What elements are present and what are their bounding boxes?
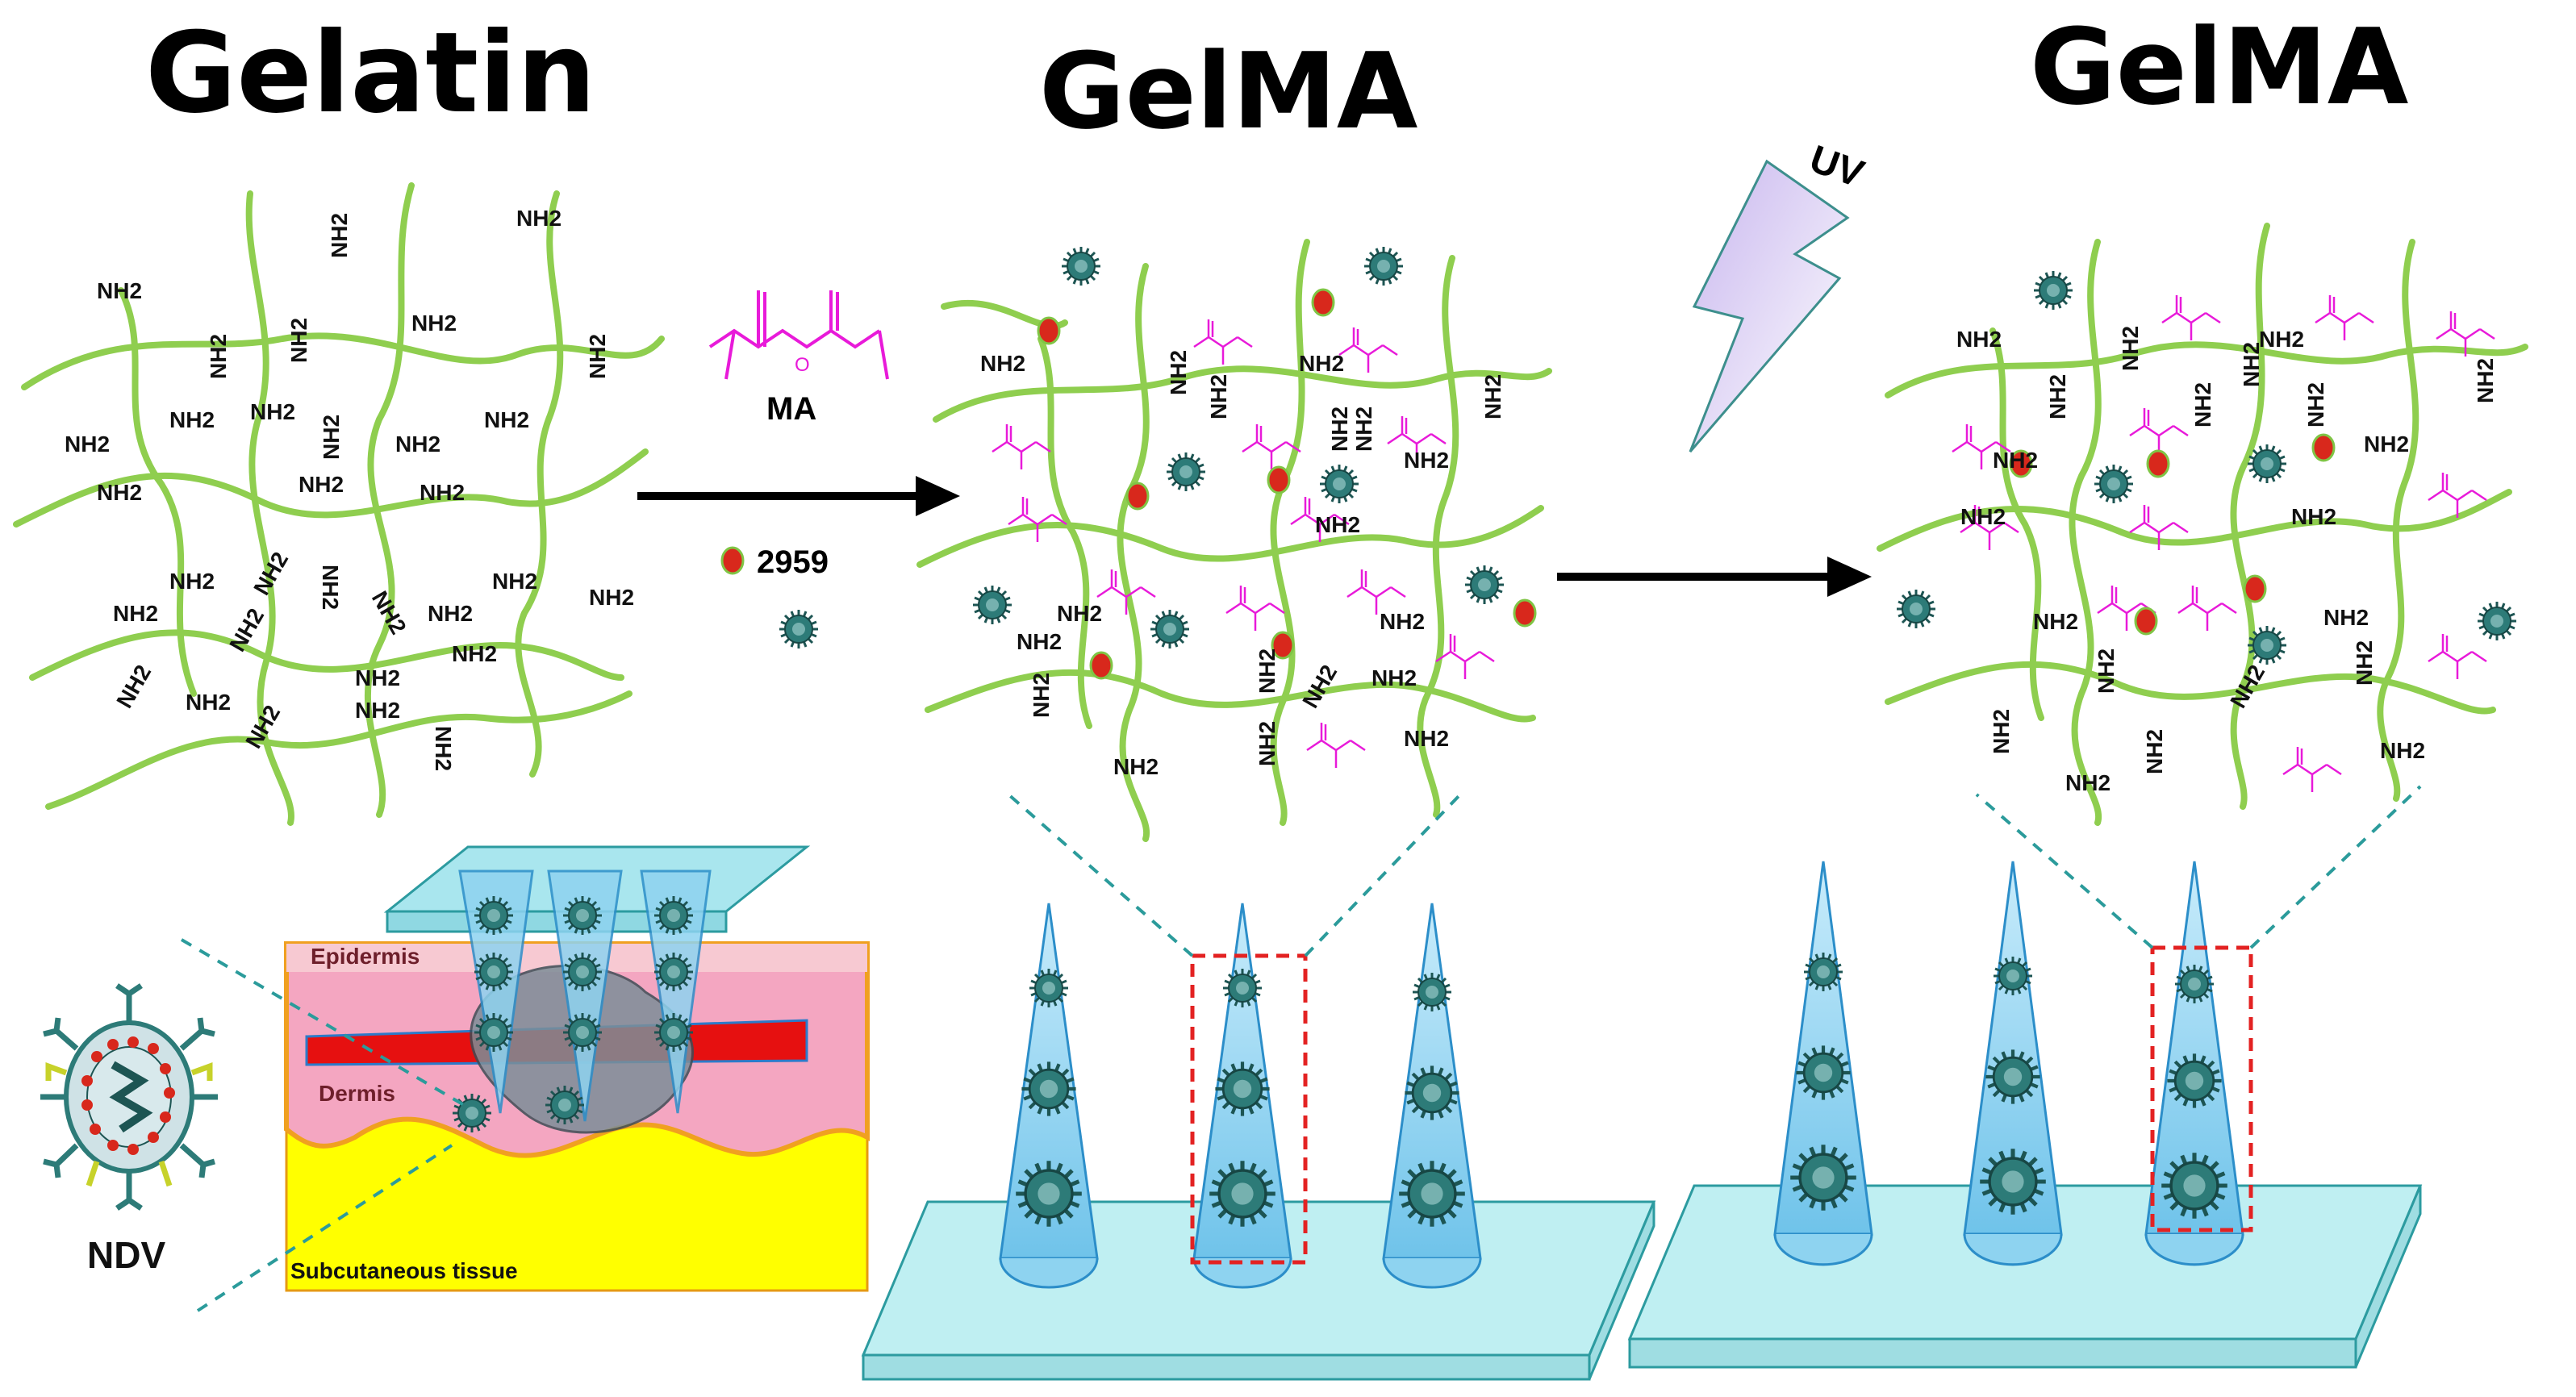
svg-text:NH2: NH2 <box>1166 350 1191 395</box>
methacrylic-anhydride-structure: O <box>708 290 889 380</box>
svg-text:NH2: NH2 <box>492 569 537 594</box>
svg-text:NH2: NH2 <box>1989 709 2014 754</box>
uv-label: UV <box>1804 138 1869 197</box>
svg-text:NH2: NH2 <box>2094 648 2119 694</box>
microneedle-array-2 <box>1627 785 2423 1369</box>
svg-text:NH2: NH2 <box>428 601 473 626</box>
svg-text:NH2: NH2 <box>980 351 1025 376</box>
svg-text:NH2: NH2 <box>2352 640 2377 686</box>
svg-text:NH2: NH2 <box>248 548 293 599</box>
svg-text:NH2: NH2 <box>452 641 497 666</box>
svg-text:NH2: NH2 <box>318 565 343 610</box>
svg-text:NH2: NH2 <box>1029 673 1054 718</box>
svg-text:NH2: NH2 <box>1404 448 1449 473</box>
gelatin-network <box>13 182 665 826</box>
subcutaneous-label: Subcutaneous tissue <box>290 1258 518 1283</box>
gelma-nh2-labels: NH2 NH2 NH2 NH2 NH2 NH2 NH2 NH2 NH2 NH2 … <box>980 350 1505 779</box>
svg-text:NH2: NH2 <box>97 480 142 505</box>
gelatin-nh2-labels: NH2 NH2 NH2 NH2 NH2 NH2 NH2 NH2 NH2 NH2 … <box>65 206 634 771</box>
ndv-label: NDV <box>87 1234 165 1276</box>
svg-text:NH2: NH2 <box>1960 504 2006 529</box>
svg-text:NH2: NH2 <box>250 399 295 424</box>
svg-text:NH2: NH2 <box>286 318 311 363</box>
svg-text:NH2: NH2 <box>169 569 215 594</box>
svg-text:NH2: NH2 <box>1255 648 1280 694</box>
crosslinked-gelma-network <box>1877 223 2528 826</box>
svg-text:NH2: NH2 <box>113 601 158 626</box>
svg-text:NH2: NH2 <box>484 407 529 432</box>
svg-text:NH2: NH2 <box>319 415 344 460</box>
virus-particle-icon <box>778 608 820 650</box>
svg-text:NH2: NH2 <box>355 698 400 723</box>
dermis-label: Dermis <box>319 1081 395 1106</box>
svg-text:NH2: NH2 <box>327 213 352 258</box>
svg-text:NH2: NH2 <box>186 690 231 715</box>
svg-text:NH2: NH2 <box>1372 665 1417 690</box>
svg-text:NH2: NH2 <box>367 587 411 639</box>
svg-text:NH2: NH2 <box>1480 374 1505 419</box>
svg-text:NH2: NH2 <box>395 432 440 457</box>
svg-text:NH2: NH2 <box>585 334 610 379</box>
svg-text:NH2: NH2 <box>2473 358 2498 403</box>
svg-text:NH2: NH2 <box>97 278 142 303</box>
svg-text:NH2: NH2 <box>420 480 465 505</box>
zoom-selection-box <box>2150 945 2253 1232</box>
title-gelatin: Gelatin <box>145 8 596 138</box>
svg-text:NH2: NH2 <box>2364 432 2409 457</box>
svg-text:NH2: NH2 <box>1315 512 1360 537</box>
svg-text:NH2: NH2 <box>1299 351 1344 376</box>
svg-text:NH2: NH2 <box>1206 374 1231 419</box>
microneedle-array-1 <box>861 793 1656 1381</box>
svg-text:NH2: NH2 <box>589 585 634 610</box>
arrow-icon <box>1557 557 1872 597</box>
svg-text:NH2: NH2 <box>355 665 400 690</box>
zoom-guide-lines <box>1975 785 2422 949</box>
svg-text:NH2: NH2 <box>2380 738 2425 763</box>
svg-text:NH2: NH2 <box>1404 726 1449 751</box>
arrow-icon <box>637 476 960 516</box>
svg-text:NH2: NH2 <box>2303 382 2328 427</box>
svg-text:NH2: NH2 <box>2323 605 2369 630</box>
ndv-virus-detail <box>40 983 218 1211</box>
svg-text:NH2: NH2 <box>2239 342 2264 387</box>
svg-text:NH2: NH2 <box>411 311 457 336</box>
svg-text:NH2: NH2 <box>516 206 562 231</box>
svg-text:NH2: NH2 <box>2033 609 2078 634</box>
svg-text:NH2: NH2 <box>111 661 156 712</box>
svg-text:NH2: NH2 <box>169 407 215 432</box>
photoinitiator-label: 2959 <box>757 544 829 580</box>
svg-text:NH2: NH2 <box>2142 729 2167 774</box>
epidermis-label: Epidermis <box>311 944 420 969</box>
ma-label: MA <box>766 391 816 427</box>
title-gelma-1: GelMA <box>1039 30 1417 152</box>
svg-text:NH2: NH2 <box>1017 629 1062 654</box>
photoinitiator-icon <box>720 546 745 575</box>
svg-text:NH2: NH2 <box>299 472 344 497</box>
svg-text:NH2: NH2 <box>1380 609 1425 634</box>
uv-lightning-icon <box>1689 159 1850 452</box>
svg-text:NH2: NH2 <box>1327 407 1352 452</box>
svg-text:NH2: NH2 <box>2045 374 2070 419</box>
zoom-guide-lines <box>1007 793 1462 957</box>
svg-text:O: O <box>795 354 810 376</box>
svg-text:NH2: NH2 <box>2065 770 2110 795</box>
skin-application-inset: Epidermis Dermis Subcutaneous tissue <box>180 845 870 1312</box>
gelma-network <box>916 239 1552 842</box>
svg-text:NH2: NH2 <box>1057 601 1102 626</box>
svg-text:NH2: NH2 <box>65 432 110 457</box>
svg-text:NH2: NH2 <box>431 726 456 771</box>
svg-text:NH2: NH2 <box>2291 504 2336 529</box>
svg-text:NH2: NH2 <box>1351 407 1376 452</box>
title-gelma-2: GelMA <box>2030 6 2408 128</box>
svg-text:NH2: NH2 <box>2190 382 2215 427</box>
svg-text:NH2: NH2 <box>1956 327 2002 352</box>
svg-text:NH2: NH2 <box>2259 327 2304 352</box>
svg-text:NH2: NH2 <box>1113 754 1159 779</box>
svg-text:NH2: NH2 <box>1255 721 1280 766</box>
svg-text:NH2: NH2 <box>2118 326 2143 371</box>
svg-text:NH2: NH2 <box>206 334 231 379</box>
svg-text:NH2: NH2 <box>1993 448 2038 473</box>
svg-text:NH2: NH2 <box>224 604 269 656</box>
